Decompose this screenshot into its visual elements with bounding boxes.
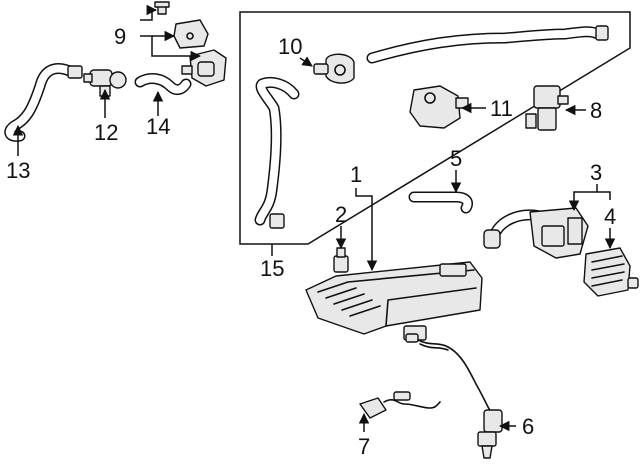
callout-11: 11 (490, 96, 513, 121)
leader-3 (568, 184, 611, 212)
part-3-module[interactable] (483, 207, 589, 259)
part-10-vsv[interactable] (313, 53, 355, 84)
part-6-oxygen-sensor[interactable] (405, 333, 503, 459)
callout-5: 5 (450, 146, 462, 171)
part-15-upper-hose[interactable] (366, 25, 609, 64)
part-12-valve[interactable] (83, 69, 127, 97)
callout-13: 13 (6, 158, 30, 183)
callout-9: 9 (114, 24, 126, 49)
callout-14: 14 (146, 114, 170, 139)
callout-1: 1 (350, 162, 362, 187)
part-5-hose[interactable] (408, 191, 473, 214)
part-4-filter[interactable] (583, 247, 639, 297)
leader-1 (355, 188, 378, 272)
callout-6: 6 (522, 414, 534, 439)
part-8-sensor[interactable] (525, 85, 569, 131)
part-15-lower-hose[interactable] (254, 76, 300, 229)
part-11-solenoid[interactable] (409, 85, 469, 129)
callout-15: 15 (260, 256, 284, 281)
callout-8: 8 (590, 98, 602, 123)
callout-4: 4 (604, 204, 616, 229)
leader-10 (299, 56, 313, 67)
part-7-oxygen-sensor[interactable] (359, 391, 441, 419)
callout-12: 12 (94, 120, 118, 145)
part-2-fitting[interactable] (333, 247, 349, 273)
callout-2: 2 (335, 202, 347, 227)
part-1-canister[interactable] (305, 261, 483, 341)
callout-7: 7 (358, 434, 370, 459)
leader-9 (140, 4, 202, 62)
part-13-hose[interactable] (4, 63, 83, 142)
group-box-15 (239, 11, 631, 245)
part-9-bracket-assembly[interactable] (154, 1, 227, 87)
part-14-hose[interactable] (134, 73, 192, 96)
callout-3: 3 (590, 160, 602, 185)
callout-10: 10 (278, 34, 302, 59)
